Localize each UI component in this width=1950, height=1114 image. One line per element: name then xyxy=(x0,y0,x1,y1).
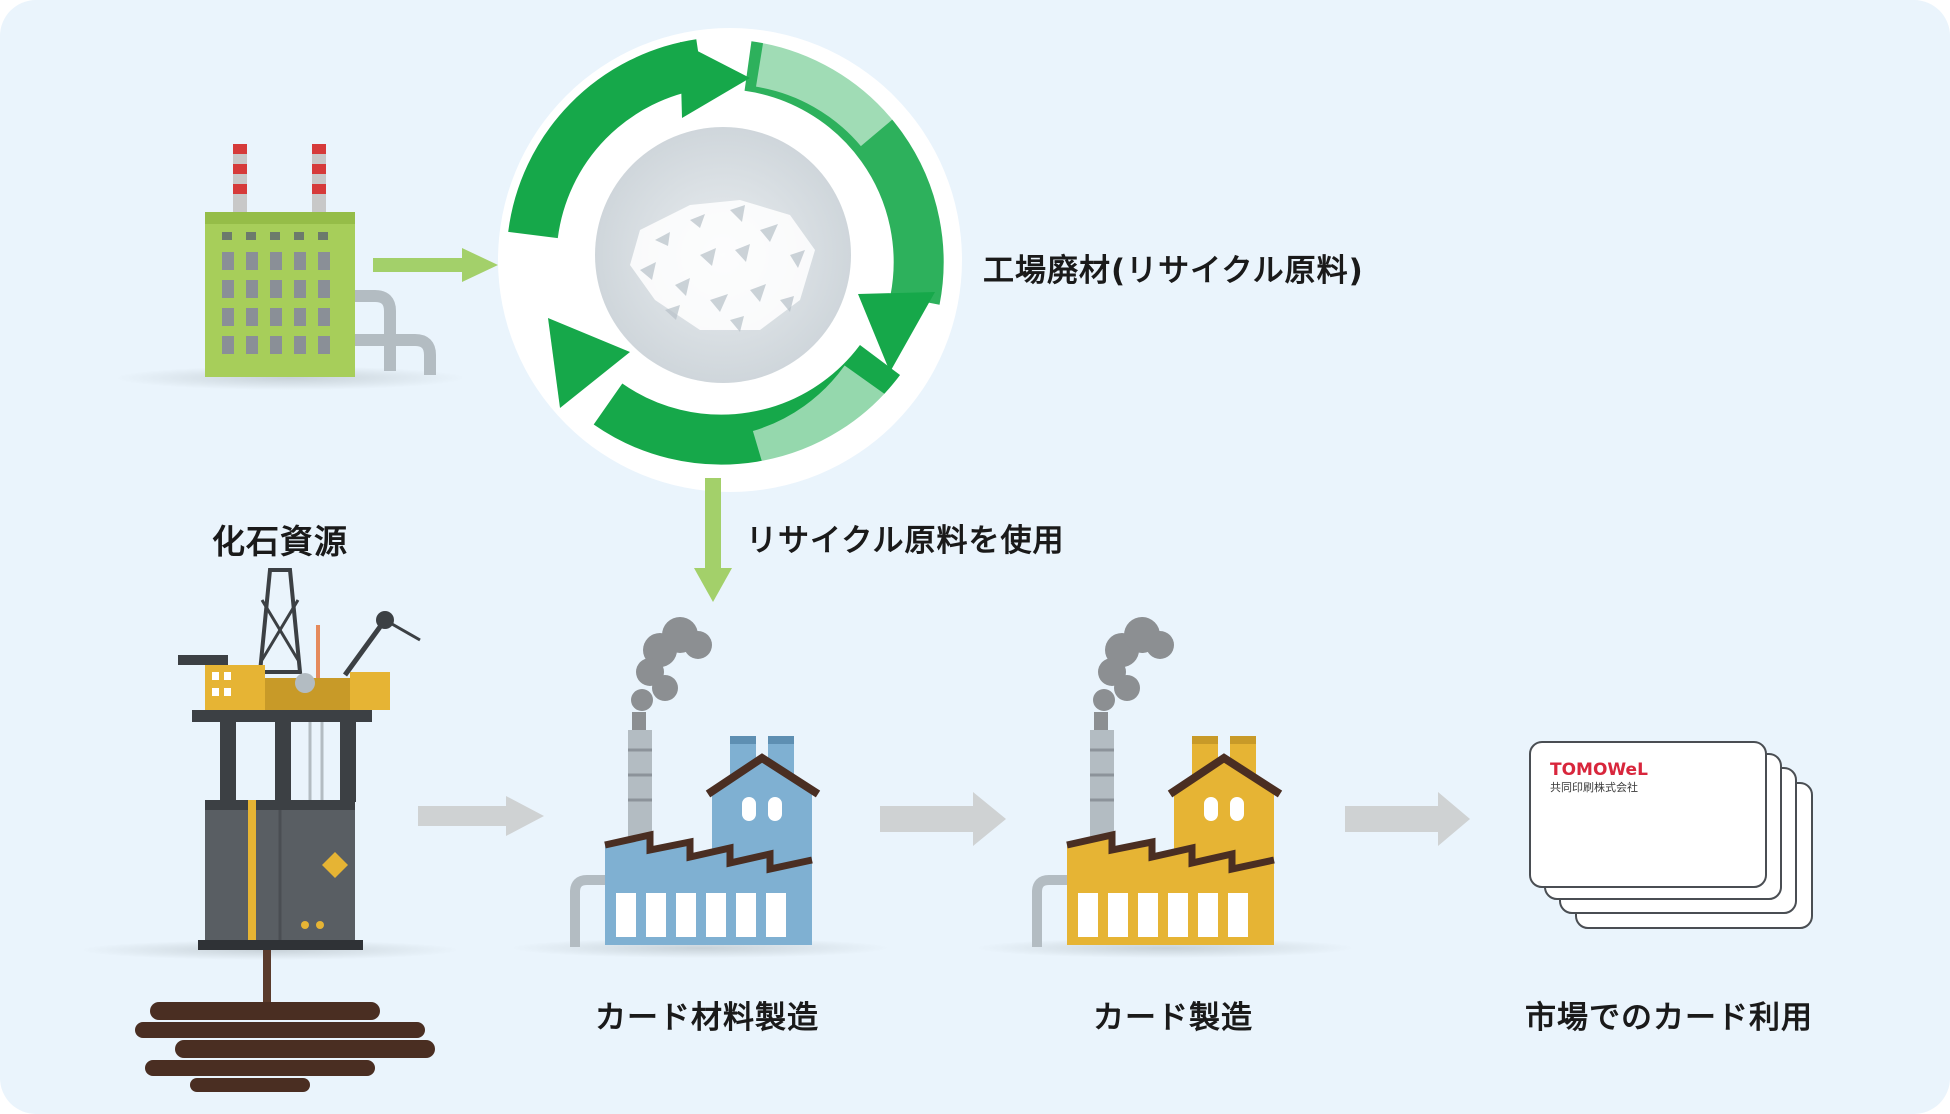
card-brand-logo: TOMOWeL xyxy=(1550,760,1648,780)
flow-arrow-2 xyxy=(880,792,1006,846)
card-stack-icon: TOMOWeL 共同印刷株式会社 xyxy=(1529,741,1813,929)
oil-platform-icon xyxy=(80,568,460,1005)
cycle-to-material-arrow xyxy=(694,478,732,602)
waste-to-cycle-arrow xyxy=(373,248,498,282)
card-factory-icon xyxy=(975,617,1355,958)
oil-spill-icon xyxy=(135,1002,435,1092)
label-factory-waste: 工場廃材(リサイクル原料) xyxy=(983,253,1364,289)
label-use-recycled: リサイクル原料を使用 xyxy=(746,523,1065,559)
flow-arrow-1 xyxy=(418,796,544,836)
label-card-material-manufacturing: カード材料製造 xyxy=(595,1000,819,1036)
label-fossil-resources: 化石資源 xyxy=(212,522,348,561)
waste-factory-icon xyxy=(115,144,465,390)
flow-arrow-3 xyxy=(1345,792,1470,846)
material-factory-icon xyxy=(510,617,890,958)
card-company-name: 共同印刷株式会社 xyxy=(1550,780,1638,794)
label-card-manufacturing: カード製造 xyxy=(1093,1000,1253,1036)
plastic-flakes-image xyxy=(595,127,851,383)
label-market-card-use: 市場でのカード利用 xyxy=(1525,1000,1813,1036)
